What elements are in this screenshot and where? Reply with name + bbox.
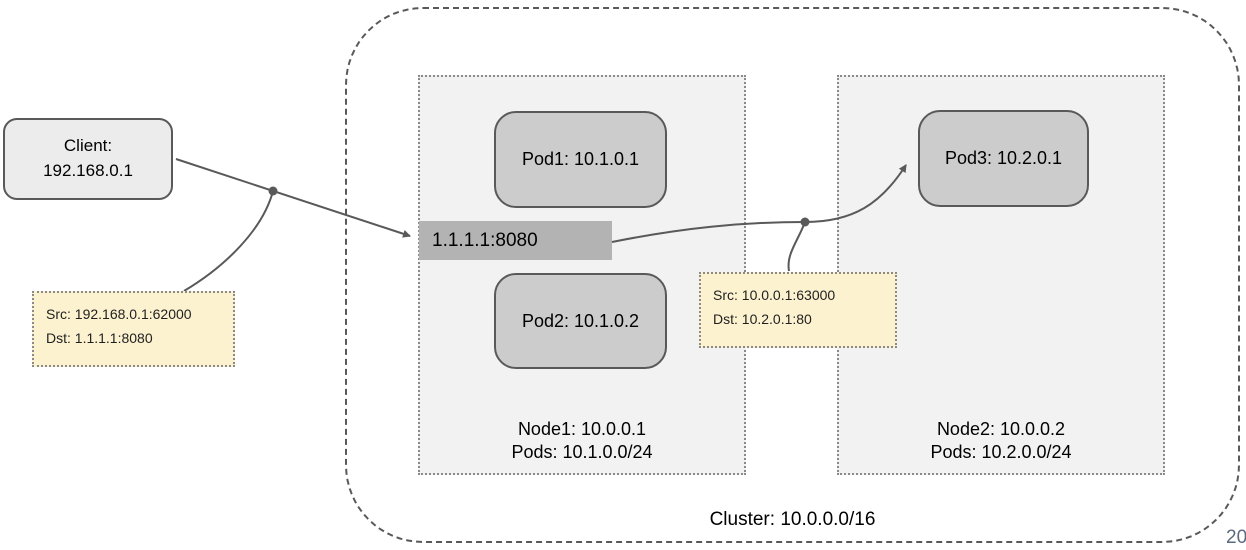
cluster-label: Cluster: 10.0.0.0/16 xyxy=(709,509,876,530)
pod2-label: Pod2: 10.1.0.2 xyxy=(521,310,640,331)
node1-label-line2: Pods: 10.1.0.0/24 xyxy=(511,442,653,463)
pod2-box: Pod2: 10.1.0.2 xyxy=(494,273,667,369)
client-label-line2: 192.168.0.1 xyxy=(43,161,133,180)
page-number: 20 xyxy=(1226,527,1246,548)
pod3-box: Pod3: 10.2.0.1 xyxy=(918,110,1089,207)
pod1-box: Pod1: 10.1.0.1 xyxy=(494,111,667,208)
node2-label-line2: Pods: 10.2.0.0/24 xyxy=(930,442,1072,463)
service-endpoint-box: 1.1.1.1:8080 xyxy=(419,221,612,260)
service-endpoint-label: 1.1.1.1:8080 xyxy=(432,229,538,251)
node2-label: Node2: 10.0.0.2 Pods: 10.2.0.0/24 xyxy=(839,418,1163,466)
node1-label: Node1: 10.0.0.1 Pods: 10.1.0.0/24 xyxy=(420,418,744,466)
note2-dst: Dst: 10.2.0.1:80 xyxy=(713,310,812,327)
note1-src: Src: 192.168.0.1:62000 xyxy=(46,306,192,322)
node2-label-line1: Node2: 10.0.0.2 xyxy=(936,418,1066,439)
client-box: Client: 192.168.0.1 xyxy=(3,118,173,200)
node1-label-line1: Node1: 10.0.0.1 xyxy=(517,418,647,439)
cluster-boundary xyxy=(345,7,1240,543)
note1-dst: Dst: 1.1.1.1:8080 xyxy=(46,329,153,346)
client-label-line1: Client: xyxy=(63,136,113,156)
junction-dot-1 xyxy=(268,186,278,196)
packet-note-client-to-service: Src: 192.168.0.1:62000 Dst: 1.1.1.1:8080 xyxy=(32,291,235,367)
edge-connector-to-note1 xyxy=(183,190,274,292)
pod1-label: Pod1: 10.1.0.1 xyxy=(521,149,640,169)
packet-note-node-to-pod3: Src: 10.0.0.1:63000 Dst: 10.2.0.1:80 xyxy=(699,272,897,348)
note2-src: Src: 10.0.0.1:63000 xyxy=(713,287,836,303)
pod3-label: Pod3: 10.2.0.1 xyxy=(944,148,1063,168)
